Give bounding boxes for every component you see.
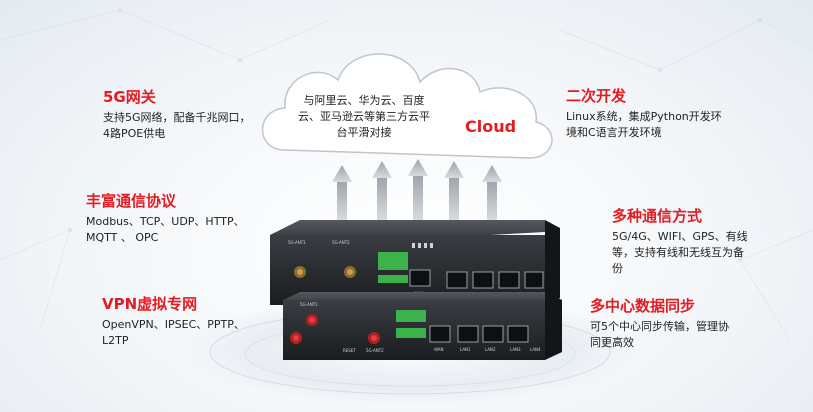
feature-description: Modbus、TCP、UDP、HTTP、MQTT 、 OPC [86, 215, 245, 244]
feature-description: 支持5G网络，配备千兆网口，4路POE供电 [103, 111, 251, 140]
feature-title: VPN虚拟专网 [102, 295, 198, 313]
arrow-icon [372, 161, 392, 220]
terminal-block-icon [396, 310, 426, 338]
feature-description: OpenVPN、IPSEC、PPTP、L2TP [102, 318, 245, 347]
antenna-connector-icon [368, 332, 380, 344]
upload-arrows [332, 159, 502, 220]
router-bottom: 5G-ANT1 5G-ANT2 RESET WAN LAN1 LAN2 LAN3… [283, 292, 562, 360]
antenna-connector-icon [290, 332, 302, 344]
feature-secondary-development: 二次开发 Linux系统，集成Python开发环境和C语言开发环境 [566, 86, 726, 141]
ethernet-port-icon [429, 325, 529, 343]
feature-description: Linux系统，集成Python开发环境和C语言开发环境 [566, 110, 722, 139]
svg-text:5G-ANT1: 5G-ANT1 [300, 302, 318, 307]
svg-text:LAN4: LAN4 [530, 347, 541, 352]
feature-title: 丰富通信协议 [86, 192, 177, 210]
background-network [0, 7, 813, 341]
terminal-block-icon [378, 252, 408, 283]
cloud-description: 与阿里云、华为云、百度云、亚马逊云等第三方云平台平滑对接 [298, 94, 430, 139]
svg-text:LAN1: LAN1 [460, 347, 471, 352]
ethernet-port-icon [409, 269, 544, 289]
antenna-connector-icon [306, 314, 318, 326]
feature-description: 可5个中心同步传输，管理协同更高效 [590, 320, 729, 349]
svg-text:LAN3: LAN3 [510, 347, 521, 352]
svg-text:WAN: WAN [434, 347, 443, 352]
arrow-icon [444, 161, 464, 220]
feature-vpn: VPN虚拟专网 OpenVPN、IPSEC、PPTP、L2TP [102, 294, 262, 349]
arrow-icon [408, 159, 428, 220]
feature-title: 多种通信方式 [612, 207, 703, 225]
svg-text:RESET: RESET [343, 348, 356, 353]
feature-protocols: 丰富通信协议 Modbus、TCP、UDP、HTTP、MQTT 、 OPC [86, 191, 261, 246]
antenna-connector-icon [344, 266, 356, 278]
feature-5g-gateway: 5G网关 支持5G网络，配备千兆网口，4路POE供电 [103, 87, 253, 142]
feature-title: 二次开发 [566, 87, 627, 105]
svg-text:5G-ANT2: 5G-ANT2 [366, 348, 384, 353]
cloud-label: Cloud [465, 117, 517, 136]
svg-text:5G-ANT1: 5G-ANT1 [288, 240, 306, 245]
svg-text:LAN2: LAN2 [485, 347, 496, 352]
antenna-connector-icon [294, 266, 306, 278]
arrow-icon [482, 165, 502, 220]
feature-description: 5G/4G、WIFI、GPS、有线等，支持有线和无线互为备份 [612, 230, 748, 275]
svg-text:5G-ANT2: 5G-ANT2 [332, 240, 350, 245]
feature-multi-center-sync: 多中心数据同步 可5个中心同步传输，管理协同更高效 [590, 296, 735, 351]
feature-title: 5G网关 [103, 88, 156, 106]
arrow-icon [332, 165, 352, 220]
feature-title: 多中心数据同步 [590, 297, 696, 315]
cloud-icon [261, 53, 553, 159]
feature-communication-modes: 多种通信方式 5G/4G、WIFI、GPS、有线等，支持有线和无线互为备份 [612, 206, 752, 277]
